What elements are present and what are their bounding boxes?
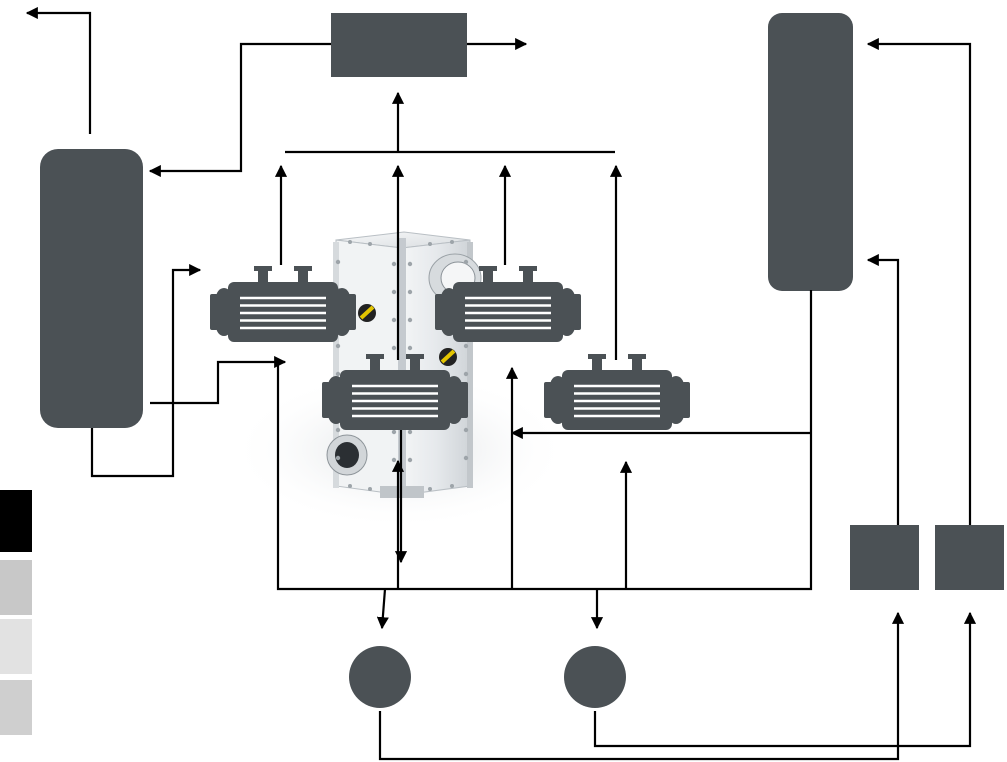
pump-1: [349, 646, 411, 708]
flow-column-overhead: [27, 13, 90, 134]
flow-pump1-discharge: [380, 613, 898, 759]
nozzle-bottom-left: [327, 435, 367, 475]
flow-box1-to-stripper: [868, 260, 898, 525]
flow-pump2-discharge: [595, 613, 970, 746]
flow-box2-to-stripper: [868, 44, 970, 525]
stripper-column: [768, 13, 853, 291]
swatch-gray-2: [0, 619, 32, 674]
unit-box-1: [850, 525, 919, 590]
logo-badge-icon: [358, 304, 376, 322]
legend-swatches: [0, 490, 32, 735]
pump-2: [564, 646, 626, 708]
distillation-column: [40, 149, 143, 428]
flow-column-feed: [150, 362, 285, 403]
swatch-black: [0, 490, 32, 552]
logo-badge-icon: [439, 348, 457, 366]
flow-to-pump-1: [382, 589, 385, 628]
overhead-drum: [331, 13, 467, 77]
swatch-gray-1: [0, 560, 32, 615]
swatch-gray-3: [0, 680, 32, 735]
exchanger-4: [544, 354, 690, 430]
unit-box-2: [935, 525, 1004, 590]
